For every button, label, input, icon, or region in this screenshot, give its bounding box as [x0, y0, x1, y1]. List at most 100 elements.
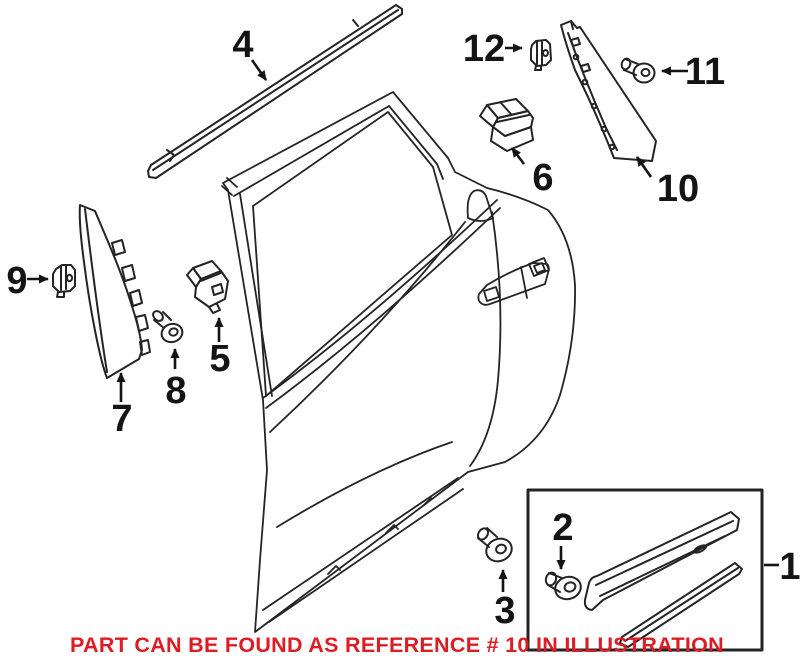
part-3-screw: [476, 527, 513, 563]
part-7-front-pillar-applique: [78, 204, 151, 379]
grommet-bore: [563, 581, 577, 593]
callout-label-8: 8: [165, 370, 186, 412]
bracket-top-line: [500, 102, 512, 115]
rocker-tick-2: [385, 524, 399, 534]
screw-shaft-cap: [152, 310, 164, 322]
callout-label-9: 9: [6, 260, 27, 302]
part-2-grommet: [544, 571, 582, 601]
part-8-screw: [152, 310, 184, 344]
window-sill-band-lower: [265, 207, 501, 409]
kit-molding-strip-thin: [619, 562, 743, 648]
part-10-rear-pillar-applique: [560, 20, 657, 162]
part-5-bracket: [186, 260, 229, 314]
strip-crease: [624, 567, 739, 642]
bracket-edge-line: [200, 272, 222, 282]
callout-label-7: 7: [111, 398, 132, 440]
bracket-slot: [211, 283, 224, 296]
rocker-band-upper: [262, 477, 459, 611]
strip-outline: [619, 562, 743, 648]
screw-head: [485, 537, 513, 563]
clip-slot-lines: [60, 265, 67, 291]
handle-key-cover-inner: [533, 262, 546, 274]
screw-head: [632, 62, 656, 84]
door-rear-crease: [469, 211, 502, 467]
kit-box-border: [526, 488, 764, 652]
bracket-band-line: [496, 114, 530, 123]
clip-foot: [56, 291, 65, 298]
arrow-10: [635, 156, 653, 178]
callout-label-3: 3: [494, 590, 515, 632]
arrow-4: [250, 59, 268, 81]
callout-label-1: 1: [779, 546, 800, 588]
kit-molding-strip-large: [583, 511, 740, 611]
callout-label-10: 10: [657, 168, 699, 210]
callout-label-6: 6: [532, 157, 553, 199]
rocker-tick-3: [423, 497, 432, 506]
applique-tab-1: [111, 239, 126, 256]
rocker-band-lower: [268, 488, 464, 623]
applique-outline: [560, 20, 657, 162]
applique-tab-4: [135, 314, 149, 332]
door-panel-line-art: [221, 91, 576, 633]
applique-hole-4: [600, 125, 608, 133]
callout-label-2: 2: [552, 507, 573, 549]
screw-shaft: [153, 311, 172, 329]
strip-crease-upper: [595, 520, 734, 586]
reference-caption: PART CAN BE FOUND AS REFERENCE # 10 IN I…: [70, 633, 724, 657]
screw-shaft: [477, 527, 498, 548]
clip-foot: [534, 65, 542, 71]
screw-head: [160, 322, 184, 344]
callout-label-5: 5: [209, 338, 230, 380]
clip-outline: [52, 264, 76, 293]
handle-divider: [520, 266, 528, 299]
callout-arrows: [27, 43, 779, 592]
applique-slot-1: [570, 37, 581, 47]
strip-slot: [693, 544, 707, 554]
window-frame-inner-left: [239, 193, 273, 397]
handle-key-cover: [528, 257, 550, 277]
screw-socket: [640, 67, 651, 78]
grommet-flange: [554, 575, 582, 601]
window-glass: [252, 111, 453, 397]
molding-end-nub: [166, 149, 175, 162]
part-4-beltline-molding: [147, 4, 403, 179]
clip-outline: [530, 39, 552, 67]
applique-hole-3: [590, 102, 598, 110]
applique-crease: [84, 208, 108, 373]
door-lower-crease: [276, 441, 453, 528]
molding-outline: [147, 4, 403, 179]
door-upper-crease: [269, 221, 466, 433]
part-12-clip: [530, 39, 552, 71]
window-sill-band-upper: [262, 199, 498, 399]
callout-label-12: 12: [463, 28, 505, 70]
applique-tab-5: [139, 339, 151, 356]
handle-outline: [477, 262, 550, 306]
applique-crease: [567, 32, 618, 151]
part-11-screw: [620, 57, 656, 84]
callout-label-11: 11: [685, 51, 725, 93]
clip-hole: [65, 273, 74, 283]
applique-tab-3: [129, 289, 143, 307]
applique-outline: [78, 204, 143, 379]
bracket-lower-face: [490, 126, 534, 152]
molding-crease: [152, 9, 399, 171]
door-handle: [477, 257, 550, 306]
callout-label-4: 4: [232, 24, 253, 66]
strip-outline: [583, 511, 740, 611]
clip-hole: [542, 49, 549, 57]
applique-slot-2: [580, 63, 591, 73]
molding-notch: [352, 19, 359, 27]
window-frame-inner-top: [233, 105, 390, 197]
door-outline: [222, 91, 576, 633]
arrow-6: [510, 147, 526, 165]
part-9-clip: [52, 264, 76, 298]
applique-hole-2: [581, 78, 589, 86]
clip-slot-lines: [536, 41, 543, 65]
window-frame-inner-right: [388, 105, 444, 180]
vent-divider: [466, 189, 494, 222]
screw-socket: [168, 327, 179, 337]
grommet-stem: [547, 572, 563, 593]
handle-left-cup: [483, 286, 500, 302]
